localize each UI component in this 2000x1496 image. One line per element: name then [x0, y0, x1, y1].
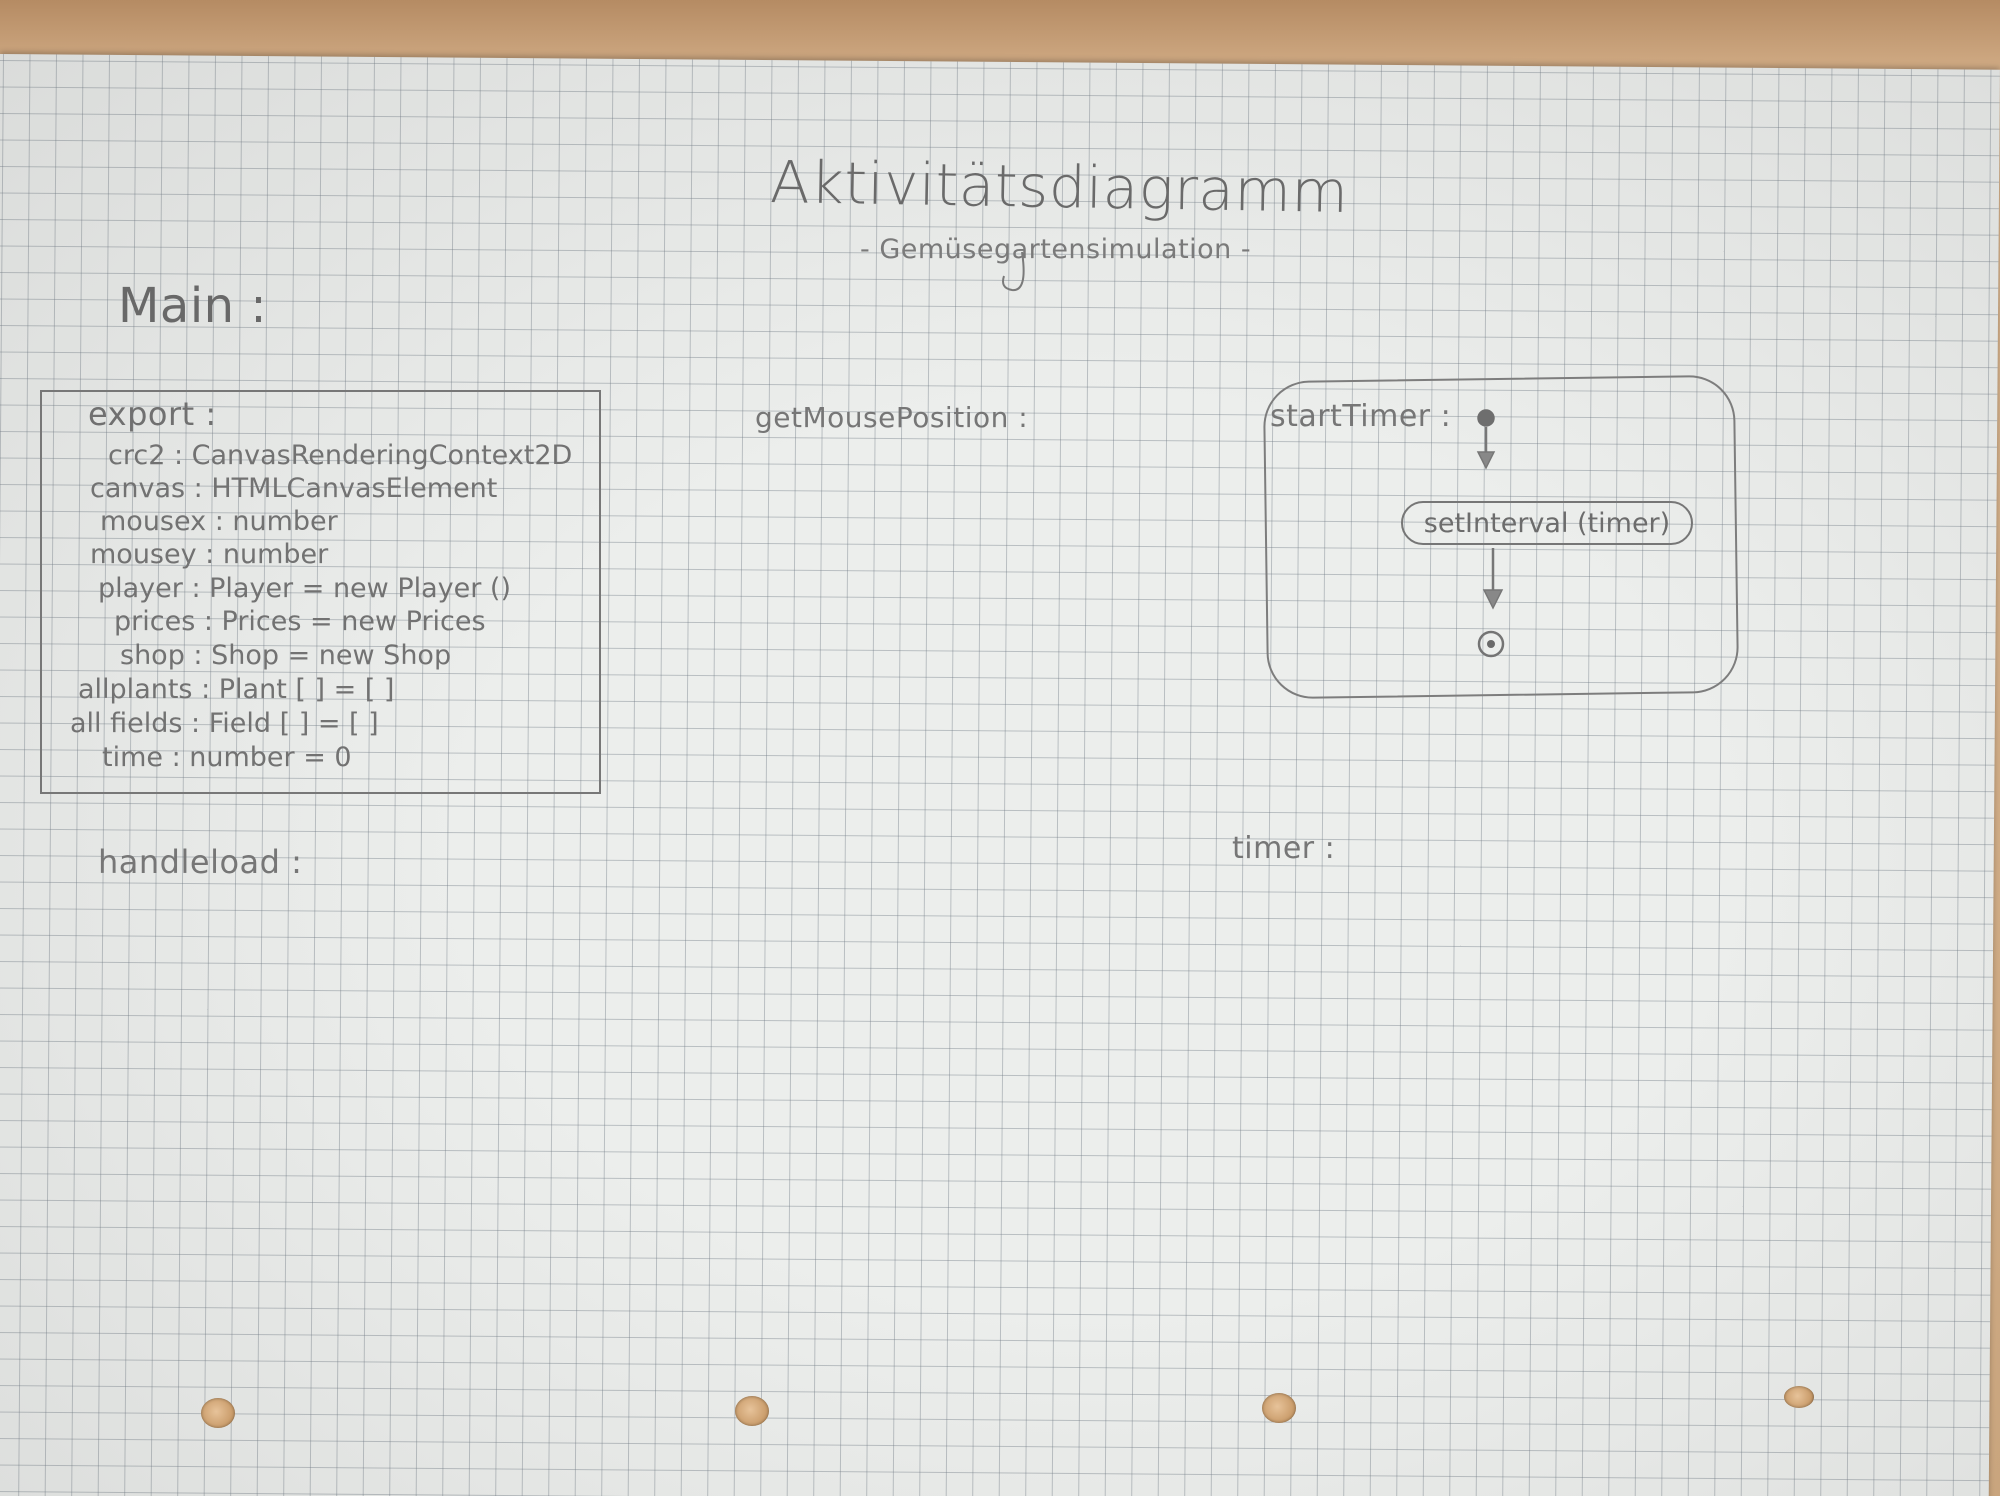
- export-line-prices: prices : Prices = new Prices: [114, 606, 486, 637]
- export-line-allplants: allplants : Plant [ ] = [ ]: [78, 674, 395, 705]
- export-line-canvas: canvas : HTMLCanvasElement: [90, 473, 498, 504]
- get-mouse-position-label: getMousePosition :: [755, 401, 1029, 434]
- export-line-shop: shop : Shop = new Shop: [120, 640, 452, 671]
- export-line-player: player : Player = new Player (): [98, 573, 512, 604]
- export-heading: export :: [88, 395, 217, 433]
- start-timer-label: startTimer :: [1270, 399, 1452, 434]
- punch-hole: [735, 1396, 769, 1426]
- export-line-allfields: all fields : Field [ ] = [ ]: [70, 708, 379, 739]
- diagram-subtitle: - Gemüsegartensimulation -: [860, 234, 1252, 265]
- punch-hole: [1784, 1386, 1814, 1408]
- set-interval-action-node: setInterval (timer): [1401, 501, 1693, 545]
- export-line-mousey: mousey : number: [90, 539, 329, 570]
- export-line-time: time : number = 0: [102, 742, 352, 773]
- punch-hole: [1262, 1393, 1296, 1423]
- export-line-mousex: mousex : number: [100, 506, 338, 537]
- diagram-title: Aktivitätsdiagramm: [769, 147, 1350, 227]
- timer-label: timer :: [1232, 831, 1336, 866]
- punch-hole: [201, 1398, 235, 1428]
- export-line-crc2: crc2 : CanvasRenderingContext2D: [108, 440, 573, 471]
- main-label: Main :: [118, 278, 268, 334]
- export-declarations-box: [40, 390, 601, 794]
- handleload-label: handleload :: [98, 843, 303, 881]
